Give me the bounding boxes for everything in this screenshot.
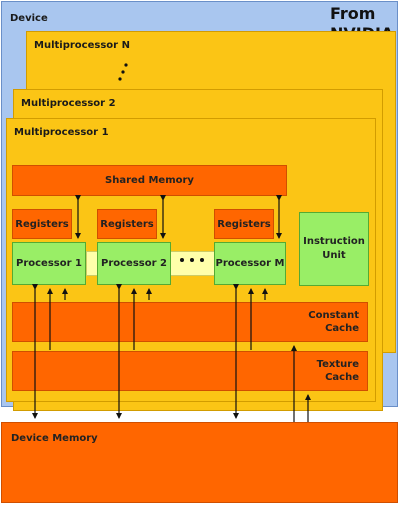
device-memory: Device Memory	[1, 422, 398, 503]
registers-1: Registers	[12, 209, 72, 239]
registers-m: Registers	[214, 209, 274, 239]
vertical-ellipsis-icon	[118, 63, 128, 81]
constant-cache: Constant Cache	[12, 302, 368, 342]
multiprocessor-n-title: Multiprocessor N	[34, 40, 130, 51]
shared-memory: Shared Memory	[12, 165, 287, 196]
multiprocessor-1-title: Multiprocessor 1	[14, 127, 109, 138]
processor-1: Processor 1	[12, 242, 86, 285]
horizontal-ellipsis-icon	[180, 258, 204, 262]
multiprocessor-2-title: Multiprocessor 2	[21, 98, 116, 109]
processor-2: Processor 2	[97, 242, 171, 285]
texture-cache: Texture Cache	[12, 351, 368, 391]
texture-cache-label: Texture Cache	[316, 359, 359, 383]
constant-cache-label: Constant Cache	[308, 310, 359, 334]
registers-2: Registers	[97, 209, 157, 239]
processor-m: Processor M	[214, 242, 286, 285]
device-title: Device	[10, 13, 48, 24]
instruction-unit: Instruction Unit	[299, 212, 369, 286]
